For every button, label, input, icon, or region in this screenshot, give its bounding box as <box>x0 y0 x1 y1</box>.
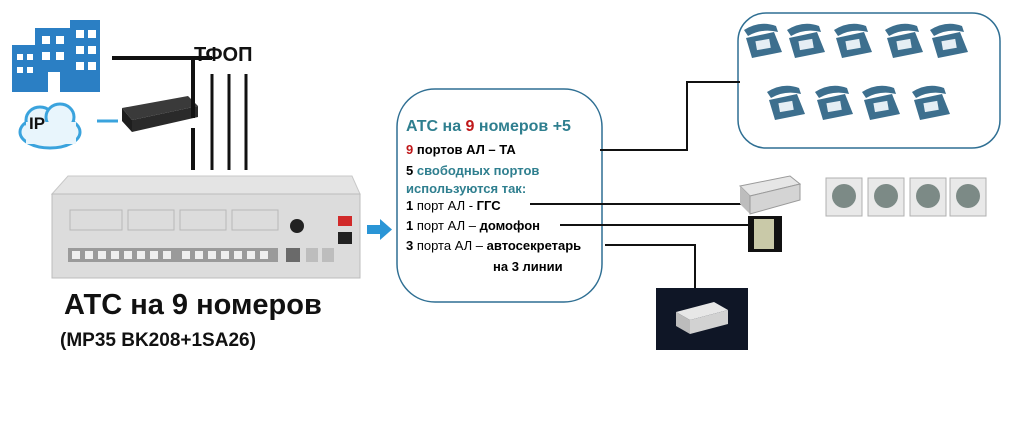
info-title-mid: номеров <box>474 118 553 135</box>
line6-bold: автосекретарь <box>486 238 582 253</box>
info-title-plus: +5 <box>552 118 571 135</box>
phone-icon <box>834 23 872 58</box>
building-icon <box>12 20 100 92</box>
phone-icon <box>885 23 923 58</box>
cloud-icon <box>18 102 82 150</box>
line2-num: 5 <box>406 163 414 178</box>
arrow-icon <box>367 219 392 240</box>
pbx-title: АТС на 9 номеров <box>64 289 322 321</box>
info-line-3: используются так: <box>406 181 526 196</box>
info-line-1: 9 портов АЛ – ТА <box>406 142 516 157</box>
phone-icon <box>862 85 900 120</box>
info-title-num: 9 <box>465 118 475 135</box>
ip-label: IP <box>29 114 46 133</box>
pbx-unit <box>50 175 361 279</box>
line5-num: 1 <box>406 218 414 233</box>
info-line-6: 3 порта АЛ – автосекретарь <box>406 238 581 253</box>
paging-amplifier <box>738 175 802 215</box>
line1-num: 9 <box>406 142 414 157</box>
phone-icon <box>767 85 805 120</box>
info-line-7: на 3 линии <box>493 259 563 274</box>
line5-text: порт АЛ – <box>413 218 480 233</box>
info-title: АТС на 9 номеров +5 <box>406 118 571 136</box>
line1-text: портов АЛ – ТА <box>413 142 516 157</box>
info-line-2: 5 свободных портов <box>406 163 539 178</box>
info-box <box>396 88 603 303</box>
intercom-panel <box>748 216 782 252</box>
phone-icon <box>815 85 853 120</box>
line3-text: используются так: <box>406 181 527 196</box>
line5-bold: домофон <box>479 218 540 233</box>
line4-bold: ГГС <box>476 198 501 213</box>
line6-num: 3 <box>406 238 414 253</box>
phone-icon <box>930 23 968 58</box>
line6-text: порта АЛ – <box>413 238 487 253</box>
info-title-prefix: АТС на <box>406 118 466 135</box>
info-line-4: 1 порт АЛ - ГГС <box>406 198 501 213</box>
phone-icon <box>912 85 950 120</box>
line2-text: свободных портов <box>413 163 540 178</box>
pstn-label: ТФОП <box>194 44 253 66</box>
speaker-icon <box>825 177 987 217</box>
phone-icon <box>787 23 825 58</box>
info-line-5: 1 порт АЛ – домофон <box>406 218 540 233</box>
line4-num: 1 <box>406 198 414 213</box>
phone-icon <box>744 23 782 58</box>
router-icon <box>122 96 198 132</box>
line4-text: порт АЛ - <box>413 198 477 213</box>
line7-text: на 3 линии <box>493 259 563 274</box>
pbx-model: (MP35 BK208+1SA26) <box>60 330 256 351</box>
autoattendant-box <box>656 288 748 350</box>
